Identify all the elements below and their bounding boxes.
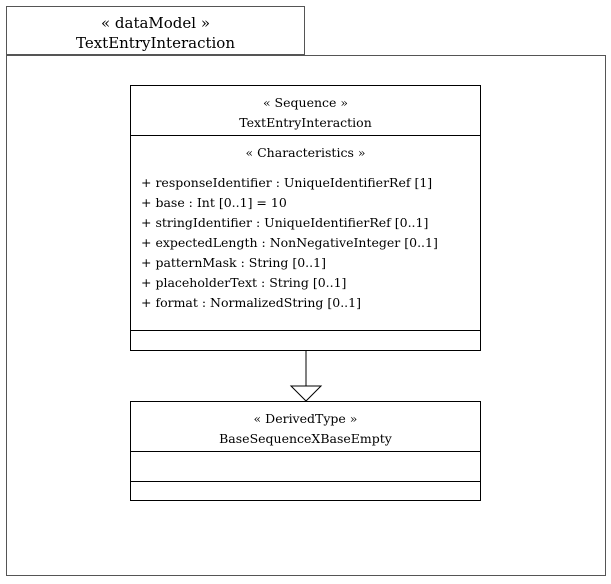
attribute-base: + base : Int [0..1] = 10 (141, 195, 287, 210)
class-divider (131, 451, 480, 452)
sequence-class-name: TextEntryInteraction (239, 115, 372, 130)
derived-class-stereotype: « DerivedType » (253, 411, 358, 426)
attribute-expected-length: + expectedLength : NonNegativeInteger [0… (141, 235, 438, 250)
generalization-arrowhead (289, 385, 323, 402)
package-tab: « dataModel » TextEntryInteraction (6, 6, 305, 55)
sequence-class-stereotype: « Sequence » (262, 95, 349, 110)
package-stereotype: « dataModel » (100, 14, 211, 32)
attribute-placeholder-text: + placeholderText : String [0..1] (141, 275, 347, 290)
class-divider (131, 330, 480, 331)
derived-class-name: BaseSequenceXBaseEmpty (219, 431, 392, 446)
package-name: TextEntryInteraction (75, 34, 235, 52)
class-divider (131, 135, 480, 136)
attribute-string-identifier: + stringIdentifier : UniqueIdentifierRef… (141, 215, 429, 230)
characteristics-label: « Characteristics » (245, 145, 366, 160)
derived-class-box: « DerivedType » BaseSequenceXBaseEmpty (130, 401, 481, 501)
package-frame (6, 55, 606, 576)
sequence-class-box: « Sequence » TextEntryInteraction « Char… (130, 85, 481, 351)
attribute-pattern-mask: + patternMask : String [0..1] (141, 255, 326, 270)
attribute-format: + format : NormalizedString [0..1] (141, 295, 361, 310)
class-divider (131, 481, 480, 482)
attribute-response-identifier: + responseIdentifier : UniqueIdentifierR… (141, 175, 433, 190)
